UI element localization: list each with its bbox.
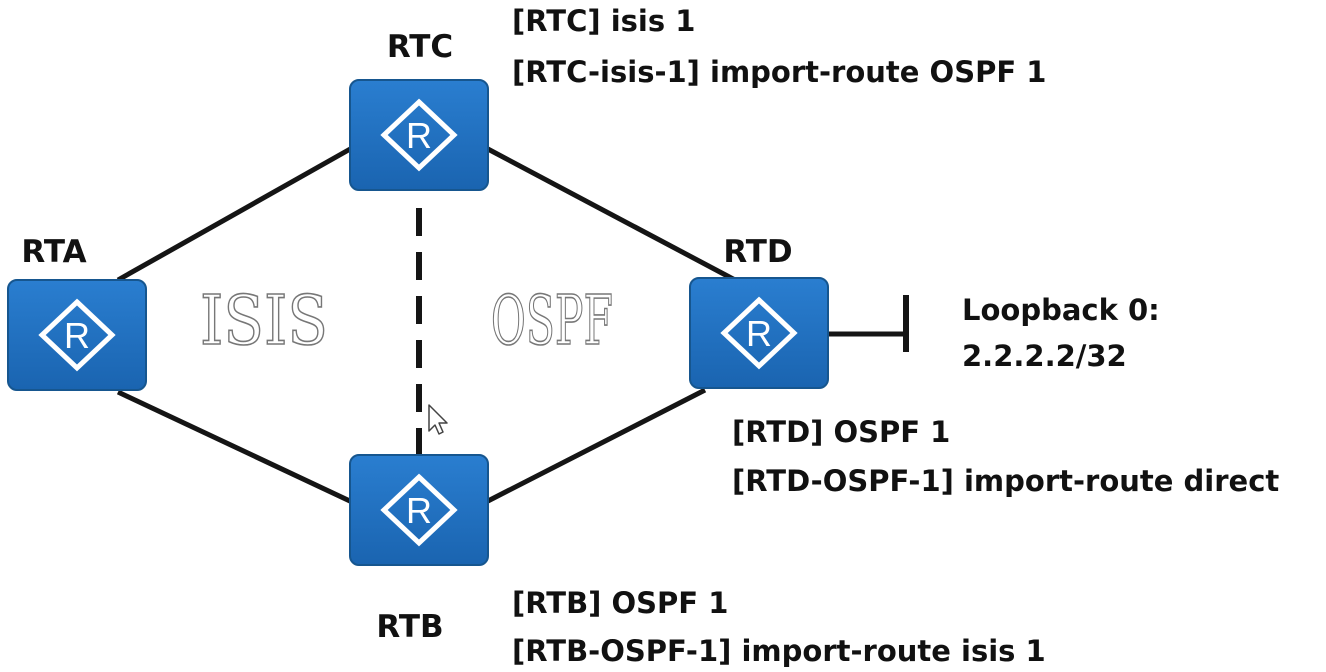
router-rta[interactable]: R xyxy=(7,279,147,391)
area-label-ospf: OSPF xyxy=(491,282,613,361)
mouse-cursor-icon xyxy=(428,404,448,435)
link-rtc-rtd xyxy=(484,145,737,283)
config-rtd-line-1: [RTD] OSPF 1 xyxy=(732,415,950,449)
router-glyph: R xyxy=(406,115,432,156)
router-name-rtc: RTC xyxy=(387,29,453,65)
link-rta-rtb xyxy=(116,389,354,505)
router-rtd[interactable]: R xyxy=(689,277,829,389)
loopback-address: 2.2.2.2/32 xyxy=(962,339,1127,373)
config-rtb-line-1: [RTB] OSPF 1 xyxy=(512,586,728,620)
router-glyph: R xyxy=(746,313,772,354)
router-rtb[interactable]: R xyxy=(349,454,489,566)
link-rtb-rtd xyxy=(484,387,707,505)
router-glyph: R xyxy=(406,490,432,531)
router-glyph: R xyxy=(64,315,90,356)
config-rtb-line-2: [RTB-OSPF-1] import-route isis 1 xyxy=(512,634,1046,668)
config-rtd-line-2: [RTD-OSPF-1] import-route direct xyxy=(732,464,1279,498)
config-rtc-line-1: [RTC] isis 1 xyxy=(512,4,695,38)
config-rtc-line-2: [RTC-isis-1] import-route OSPF 1 xyxy=(512,55,1046,89)
loopback-label: Loopback 0: xyxy=(962,293,1160,327)
router-rtc[interactable]: R xyxy=(349,79,489,191)
area-label-isis: ISIS xyxy=(200,282,328,361)
link-rta-rtc xyxy=(116,145,354,283)
router-name-rtb: RTB xyxy=(376,609,443,645)
router-name-rta: RTA xyxy=(21,234,86,270)
router-name-rtd: RTD xyxy=(723,234,792,270)
